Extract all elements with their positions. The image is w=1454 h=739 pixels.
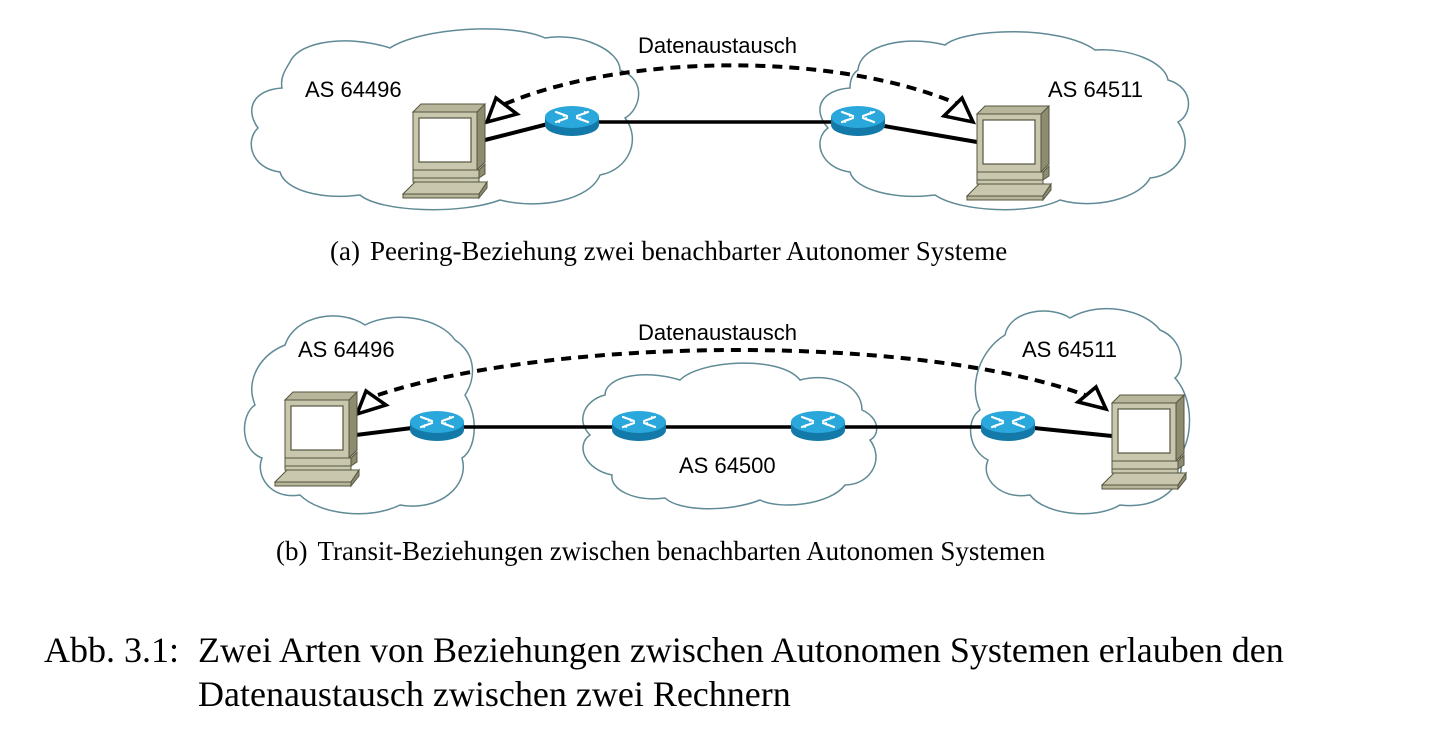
figure-number: Abb. 3.1:	[44, 630, 179, 670]
as-label: AS 64511	[1022, 337, 1117, 362]
router-icon	[610, 409, 668, 443]
exchange-label: Datenaustausch	[638, 33, 797, 58]
as-label: AS 64496	[305, 77, 402, 102]
figure-caption: Abb. 3.1: Zwei Arten von Beziehungen zwis…	[44, 628, 1284, 716]
link	[355, 426, 413, 437]
subfigure-caption-a: (a) Peering-Beziehung zwei benachbarter A…	[330, 236, 1007, 267]
subfigure-tag: (a)	[330, 236, 360, 266]
figure-caption-line2: Datenaustausch zwischen zwei Rechnern	[198, 674, 791, 714]
computer-icon	[274, 391, 360, 487]
computer-icon	[1101, 394, 1187, 490]
link	[484, 122, 549, 142]
subfigure-caption-b: (b) Transit-Beziehungen zwischen benachba…	[276, 536, 1045, 567]
computer-icon	[966, 105, 1052, 201]
subfigure-caption-text: Transit-Beziehungen zwischen benachbarte…	[317, 536, 1046, 566]
network-diagram: AS 64496 AS 64511 Datenaustausch AS 6449…	[243, 28, 1191, 515]
computer-icon	[402, 103, 488, 199]
arrowhead-right	[940, 94, 977, 125]
cloud-as-64496-a	[250, 28, 640, 211]
subfigure-b: AS 64496 AS 64500 AS 64511 Datenaustausc…	[243, 307, 1191, 515]
subfigure-a: AS 64496 AS 64511 Datenaustausch	[250, 28, 1190, 211]
link	[883, 124, 978, 144]
arrowhead-left	[484, 95, 521, 125]
router-icon	[979, 409, 1037, 443]
data-exchange-arrow	[504, 63, 959, 106]
router-icon	[408, 409, 466, 443]
router-icon	[543, 104, 601, 138]
as-label: AS 64511	[1048, 77, 1143, 102]
arrowhead-right	[1074, 384, 1110, 412]
arrowhead-left	[354, 388, 390, 417]
as-label: AS 64500	[679, 453, 776, 478]
cloud-as-64496-b	[243, 315, 475, 515]
link	[1033, 426, 1113, 438]
subfigure-caption-text: Peering-Beziehung zwei benachbarter Auto…	[369, 236, 1008, 266]
router-icon	[789, 409, 847, 443]
as-label: AS 64496	[298, 337, 395, 362]
subfigure-tag: (b)	[276, 536, 308, 566]
cloud-as-64500	[582, 362, 878, 510]
data-exchange-arrow	[377, 348, 1086, 397]
exchange-label: Datenaustausch	[638, 320, 797, 345]
figure-caption-line1: Zwei Arten von Beziehungen zwischen Auto…	[198, 630, 1284, 670]
cloud-as-64511-b	[969, 307, 1191, 515]
router-icon	[829, 104, 887, 138]
cloud-as-64511-a	[819, 31, 1190, 211]
